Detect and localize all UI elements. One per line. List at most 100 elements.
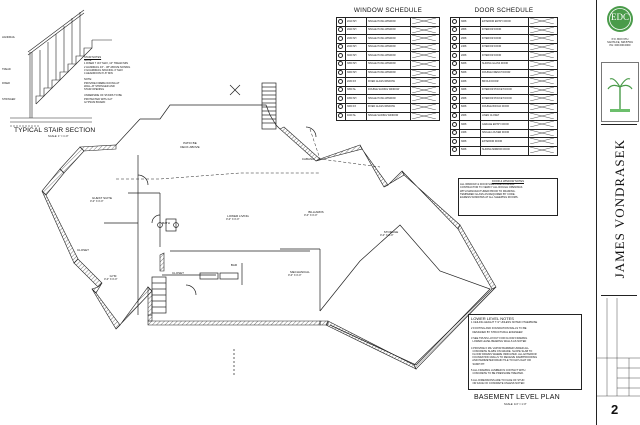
schedule-marker-icon	[338, 61, 343, 67]
door-schedule-title: DOOR SCHEDULE	[474, 7, 534, 14]
schedule-marker-icon	[452, 130, 457, 136]
stair-section-scale: SCALE: 1" = 1'-0"	[48, 135, 69, 138]
project-badge	[601, 62, 639, 122]
room-dims-guest-suite: 0'-0" X 0'-0"	[90, 200, 104, 203]
room-label-gym: GYM	[109, 274, 117, 278]
schedule-symbol-cell	[336, 51, 346, 61]
schedule-elevation-cell	[528, 25, 558, 36]
schedule-marker-icon	[338, 44, 343, 50]
room-label-bar: BAR	[230, 263, 238, 267]
schedule-marker-icon	[338, 104, 343, 110]
schedule-elevation-cell	[528, 111, 558, 122]
schedule-elevation-cell	[528, 145, 558, 156]
lower-note-line: 3 SEE TRUSS LAYOUT FOR FLOOR FRAMING	[471, 337, 528, 341]
stair-callout-riser: RISER	[2, 81, 10, 85]
schedule-desc-cell: SINGLE HUNG WINDOW	[366, 51, 411, 61]
schedule-marker-icon	[452, 61, 457, 67]
basement-floor-plan	[41, 82, 497, 375]
schedule-marker-icon	[338, 78, 343, 84]
page-number: 2	[611, 402, 619, 417]
stair-callout-handrail: HANDRAIL	[2, 35, 16, 39]
room-label-cabana: CABANA	[301, 157, 315, 161]
schedule-marker-icon	[338, 52, 343, 58]
stair-note-line: NOTE:	[84, 78, 92, 82]
schedule-marker-icon	[338, 70, 343, 76]
client-name-panel: JAMES VONDRASEK	[601, 124, 637, 296]
schedule-size-cell: 3040 SH	[345, 51, 367, 61]
schedule-cross-icon	[529, 130, 555, 136]
lower-note-line: 4 PROVIDE 6 MIL VAPOR BARRIER UNDER ALL	[471, 346, 529, 350]
palm-icon	[607, 78, 633, 112]
schedule-marker-icon	[452, 27, 457, 33]
stair-note-line: 2 HANDRAIL 34" - 38" ABOVE NOSING	[84, 65, 131, 69]
schedule-elevation-cell	[528, 59, 558, 70]
stair-note-line: NOTE:	[84, 59, 92, 63]
schedule-marker-icon	[452, 95, 457, 101]
room-label-closet: CLOSET	[76, 248, 89, 252]
stair-section-drawing: HANDRAIL TREAD RISER STRINGER	[2, 9, 112, 127]
room-label-patio: PATIO BE DECK ABOVE	[180, 141, 200, 149]
stair-note-line: STAIR OPENING	[84, 88, 105, 92]
lower-note-line: DESIGNED BY STRUCTURAL ENGINEER	[471, 330, 523, 334]
lower-note-line: CONCRETE SLABS ON GRADE. SLOPE SLAB TO	[471, 349, 533, 353]
schedule-cross-icon	[529, 121, 555, 128]
schedule-cross-icon	[411, 95, 437, 102]
schedule-size-cell: 2020 SH	[345, 25, 367, 36]
stair-notes-title: STAIR NOTES	[84, 56, 102, 59]
schedule-desc-cell: INTERIOR DOOR	[480, 51, 529, 61]
stair-note-line: 1 RISER 7 3/4" MAX, 10" TREAD MIN	[84, 62, 129, 66]
schedule-cross-icon	[529, 87, 555, 93]
schedule-size-cell: 2668	[459, 34, 481, 44]
room-label-guest-suite: GUEST SUITE	[92, 196, 112, 200]
schedule-marker-icon	[452, 78, 457, 84]
lower-note-line: 6 ALL DIMENSIONS ARE TO FACE OF STUD	[471, 378, 525, 382]
schedule-elevation-cell	[410, 59, 440, 70]
schedule-elevation-cell	[528, 42, 558, 53]
logo-letters: EDC	[611, 12, 629, 22]
schedule-symbol-cell	[450, 42, 460, 53]
schedule-elevation-cell	[528, 120, 558, 130]
schedule-desc-cell: SLIDING GLASS DOOR	[480, 59, 529, 70]
schedule-cross-icon	[529, 61, 555, 68]
schedule-symbol-cell	[450, 59, 460, 70]
lower-note-line: 1 CEILING HEIGHT 7'-9" UNLESS NOTED OTHE…	[471, 321, 538, 324]
company-logo	[607, 6, 633, 32]
schedule-marker-icon	[338, 18, 343, 24]
lower-note-line: FLOOR DRAINS WHERE INDICATED. ALL EXTERI…	[471, 353, 537, 357]
schedule-cross-icon	[529, 27, 555, 33]
schedule-marker-icon	[338, 27, 343, 33]
door-window-note-line: CONTRACTOR TO VERIFY ALL ROUGH OPENINGS	[460, 186, 523, 190]
window-schedule-title: WINDOW SCHEDULE	[353, 7, 423, 14]
schedule-cross-icon	[411, 18, 437, 25]
schedule-elevation-cell	[528, 34, 558, 44]
stair-note-line: UNDERSIDE OF STAIRS TO BE	[84, 94, 122, 98]
schedule-desc-cell: INTERIOR DOOR	[480, 25, 529, 36]
stair-note-line: 4 HEADROOM 6'-8" MIN	[84, 72, 113, 76]
schedule-marker-icon	[338, 95, 343, 101]
stair-note-line: 3 GUARDRAIL SPACING 4" MAX	[84, 68, 123, 72]
schedule-cross-icon	[411, 87, 437, 93]
schedule-symbol-cell	[336, 17, 346, 27]
schedule-size-cell: 2030 SH	[345, 34, 367, 44]
schedule-elevation-cell	[410, 51, 440, 61]
schedule-elevation-cell	[528, 51, 558, 61]
schedule-desc-cell: SINGLE HUNG WINDOW	[366, 25, 411, 36]
schedule-elevation-cell	[410, 25, 440, 36]
company-info-line: P.O. BOX 6TH	[611, 38, 629, 41]
schedule-marker-icon	[452, 70, 457, 76]
schedule-cross-icon	[529, 112, 555, 119]
schedule-size-cell: 6068	[459, 59, 481, 70]
room-dims-billiards: 0'-0" X 0'-0"	[304, 214, 318, 217]
schedule-marker-icon	[452, 52, 457, 58]
room-label-lower-living: LOWER LIVING	[227, 214, 249, 218]
client-name: JAMES VONDRASEK	[612, 139, 627, 279]
